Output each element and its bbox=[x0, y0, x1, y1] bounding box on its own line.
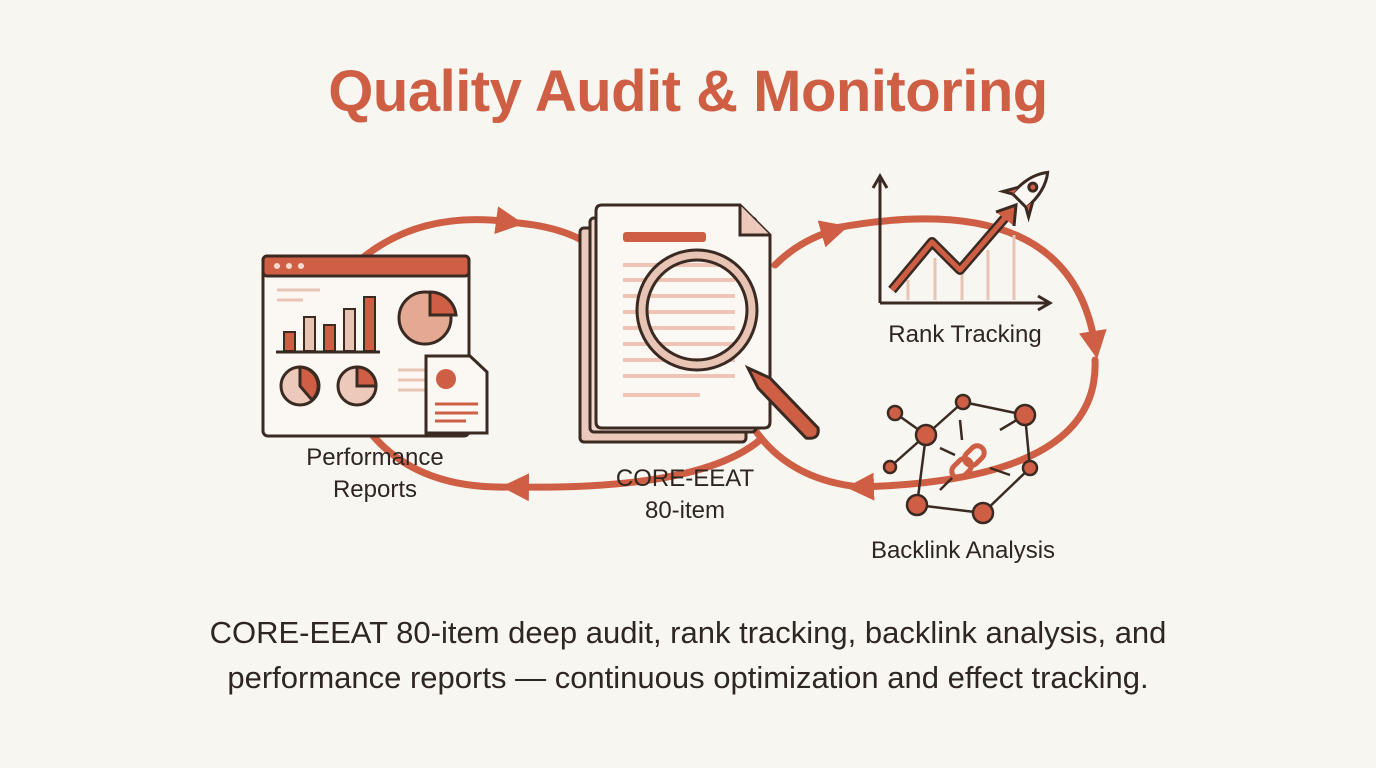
audit-document-icon bbox=[578, 203, 820, 444]
caption-line1: CORE-EEAT 80-item deep audit, rank track… bbox=[209, 615, 1167, 650]
chain-link-icon bbox=[949, 443, 987, 481]
performance-label-line2: Reports bbox=[332, 476, 418, 503]
rank-tracking-icon bbox=[871, 170, 1053, 312]
rank-tracking-label: Rank Tracking bbox=[888, 321, 1042, 348]
performance-reports-icon bbox=[261, 254, 489, 438]
audit-label-line1: CORE-EEAT bbox=[615, 465, 755, 492]
caption: CORE-EEAT 80-item deep audit, rank track… bbox=[0, 610, 1376, 700]
page-title: Quality Audit & Monitoring bbox=[328, 59, 1048, 124]
backlink-network-icon bbox=[882, 393, 1039, 525]
performance-label-line1: Performance bbox=[306, 444, 444, 471]
audit-label-line2: 80-item bbox=[644, 497, 726, 524]
rocket-icon bbox=[997, 170, 1050, 223]
caption-line2: performance reports — continuous optimiz… bbox=[227, 660, 1149, 695]
performance-reports-label: Performance Reports bbox=[270, 442, 480, 506]
audit-label: CORE-EEAT 80-item bbox=[580, 463, 790, 527]
backlink-analysis-label: Backlink Analysis bbox=[870, 537, 1056, 564]
